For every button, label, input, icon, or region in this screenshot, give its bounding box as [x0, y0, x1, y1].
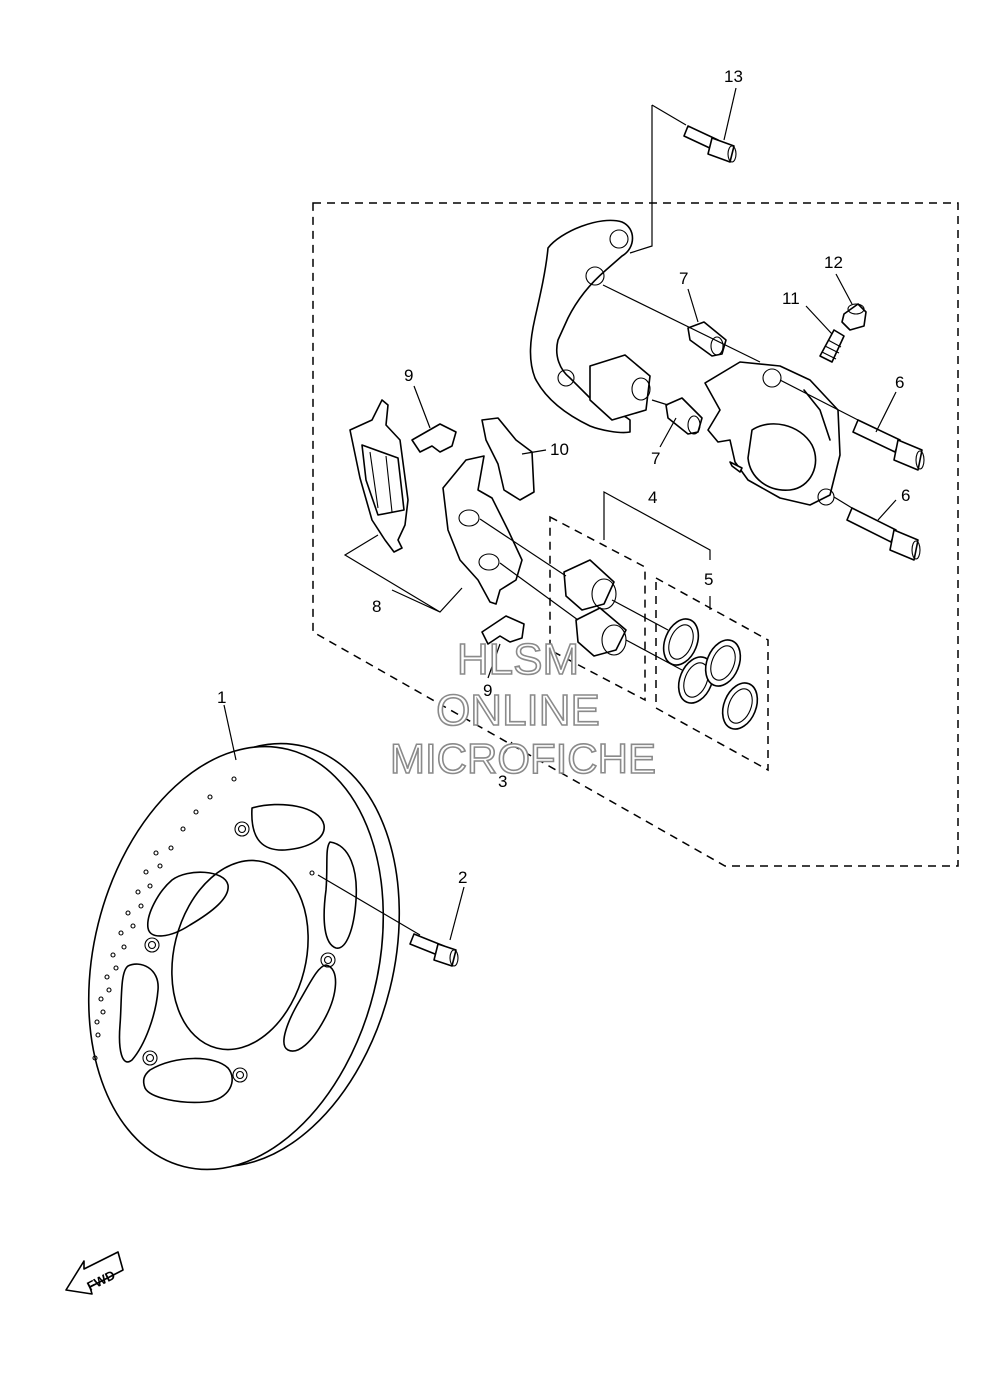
- pad-spring-upper: [411, 423, 457, 453]
- leader-6b: [877, 499, 897, 521]
- callout-13: 13: [724, 67, 743, 86]
- brake-disc: [87, 742, 401, 1171]
- leader-11: [805, 305, 833, 335]
- callout-3: 3: [498, 772, 507, 791]
- callout-9-lower: 9: [483, 681, 492, 700]
- brake-pad-inner: [442, 455, 523, 605]
- leader-2: [449, 886, 465, 941]
- leader-7b: [659, 417, 677, 448]
- leader-12: [835, 273, 853, 305]
- callout-10: 10: [550, 440, 569, 459]
- disc-bolt: [317, 874, 459, 967]
- leader-8: [343, 534, 463, 613]
- callout-6-upper: 6: [895, 373, 904, 392]
- leader-1: [223, 704, 237, 761]
- watermark-line1: HLSM: [457, 635, 579, 684]
- caliper-piston-lower: [575, 607, 627, 657]
- watermark-line2: ONLINE: [436, 686, 600, 735]
- leader-9b: [487, 643, 501, 679]
- caliper-body: [704, 361, 841, 506]
- pad-support: [481, 417, 535, 501]
- seal-kit-boundary: [655, 576, 769, 772]
- callout-4: 4: [648, 488, 657, 507]
- bleed-screw-cap: [841, 303, 867, 331]
- caliper-bracket: [529, 219, 651, 434]
- leader-3: [499, 741, 513, 761]
- callout-7-upper: 7: [679, 269, 688, 288]
- callout-7-lower: 7: [651, 449, 660, 468]
- slide-pin-boot-upper: [687, 321, 727, 357]
- callout-9-upper: 9: [404, 366, 413, 385]
- caliper-assembly-boundary: [312, 202, 959, 867]
- bracket-bolt: [629, 104, 737, 254]
- pin-bolt-upper: [852, 419, 925, 471]
- fwd-arrow-icon: FWD: [65, 1251, 124, 1295]
- watermark-line3: MICROFICHE: [390, 735, 656, 782]
- leader-6a: [875, 391, 897, 433]
- piston-seals: [662, 618, 759, 730]
- leader-7a: [687, 288, 699, 323]
- callout-5: 5: [704, 570, 713, 589]
- brake-pad-outer: [349, 399, 409, 553]
- caliper-piston-upper: [563, 559, 617, 611]
- pad-spring-lower: [481, 615, 525, 645]
- callout-8: 8: [372, 597, 381, 616]
- leader-9a: [413, 385, 431, 429]
- leader-13: [723, 87, 737, 141]
- pin-bolt-lower: [846, 507, 921, 561]
- bleed-screw: [819, 329, 845, 363]
- piston-kit-boundary: [549, 515, 646, 702]
- callout-2: 2: [458, 868, 467, 887]
- callout-12: 12: [824, 253, 843, 272]
- slide-pin-boot-lower: [665, 397, 703, 435]
- callout-1: 1: [217, 688, 226, 707]
- leader-10: [521, 449, 547, 455]
- callout-6-lower: 6: [901, 486, 910, 505]
- leader-4: [603, 490, 711, 560]
- callout-11: 11: [782, 289, 800, 308]
